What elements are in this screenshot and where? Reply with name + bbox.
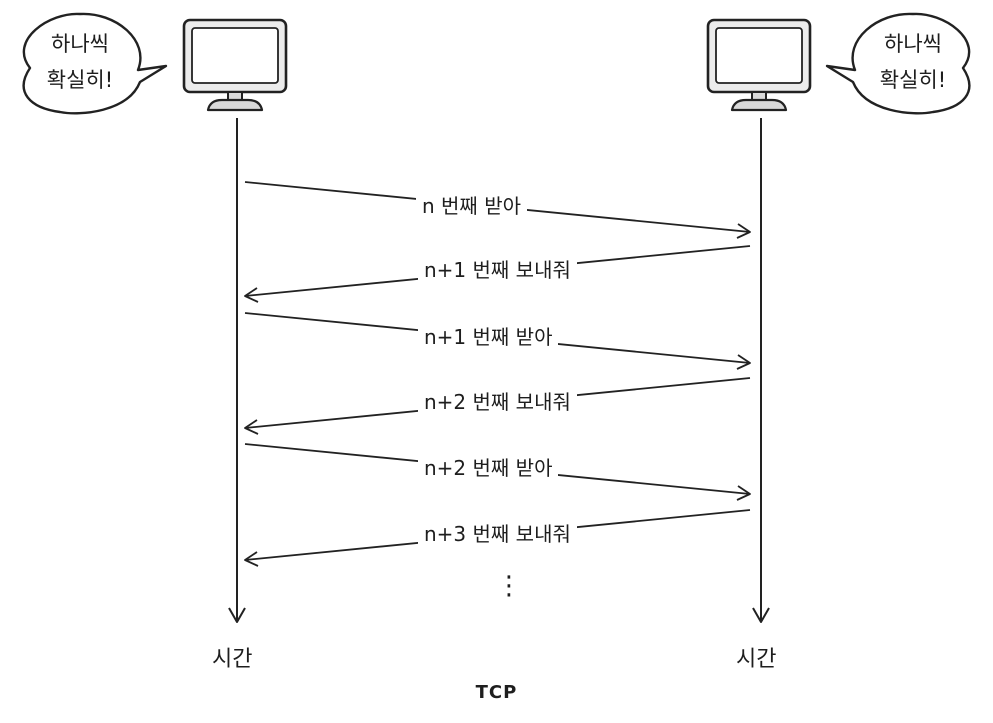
message-label-5: n+2 번째 받아 bbox=[418, 455, 559, 481]
left-speech-bubble bbox=[22, 12, 168, 115]
left-bubble-text: 하나씩 확실히! bbox=[20, 26, 140, 98]
right-speech-bubble bbox=[825, 12, 971, 115]
message-label-1: n 번째 받아 bbox=[416, 193, 527, 219]
left-computer-monitor-icon bbox=[182, 18, 288, 112]
message-label-2: n+1 번째 보내줘 bbox=[418, 257, 577, 283]
right-bubble-line-1: 하나씩 bbox=[884, 32, 942, 56]
left-timeline bbox=[228, 118, 246, 623]
left-time-label: 시간 bbox=[212, 647, 253, 672]
continuation-ellipsis: ⋮ bbox=[496, 571, 522, 601]
right-bubble-line-2: 확실히! bbox=[879, 68, 947, 92]
right-computer-monitor-icon bbox=[706, 18, 812, 112]
right-timeline bbox=[752, 118, 770, 623]
right-bubble-text: 하나씩 확실히! bbox=[853, 26, 973, 98]
message-label-4: n+2 번째 보내줘 bbox=[418, 389, 577, 415]
message-label-6: n+3 번째 보내줘 bbox=[418, 521, 577, 547]
right-time-label: 시간 bbox=[736, 647, 777, 672]
left-bubble-line-2: 확실히! bbox=[46, 68, 114, 92]
diagram-caption: TCP bbox=[475, 682, 518, 703]
message-label-3: n+1 번째 받아 bbox=[418, 324, 559, 350]
left-bubble-line-1: 하나씩 bbox=[51, 32, 109, 56]
